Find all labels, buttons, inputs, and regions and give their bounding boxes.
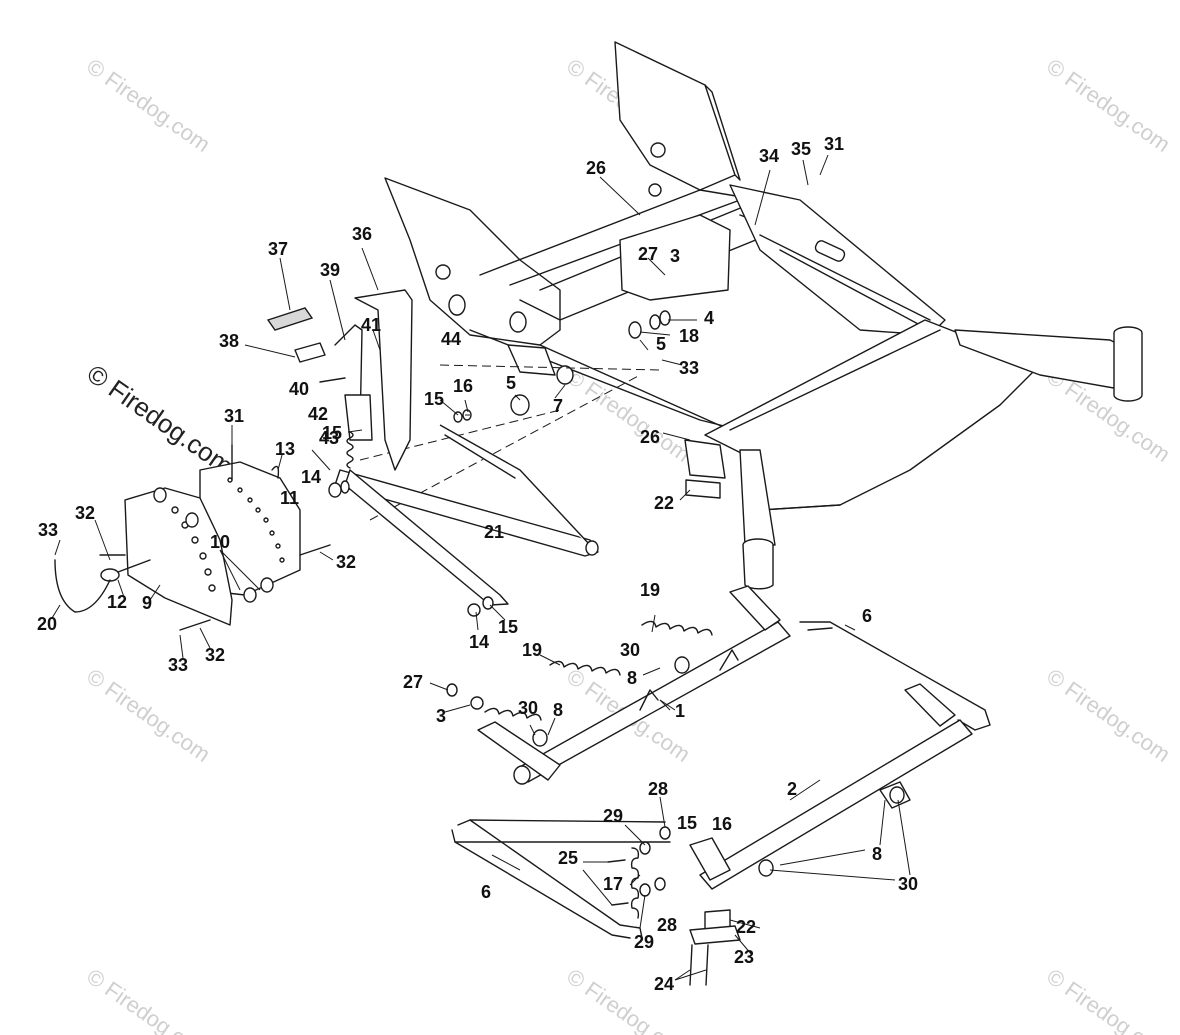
- height-adjust-assembly: [54, 289, 599, 631]
- callout-42: 42: [308, 404, 328, 424]
- watermark-text: © Firedog.com: [82, 54, 215, 157]
- callout-29: 29: [603, 806, 623, 826]
- callout-7: 7: [553, 396, 563, 416]
- watermark-text: © Firedog.com: [82, 358, 239, 481]
- callout-8: 8: [872, 844, 882, 864]
- callout-29: 29: [634, 932, 654, 952]
- callout-33: 33: [168, 655, 188, 675]
- callout-15: 15: [677, 813, 697, 833]
- callout-37: 37: [268, 239, 288, 259]
- callout-14: 14: [469, 632, 489, 652]
- watermark-text: © Firedog.com: [82, 664, 215, 767]
- callout-30: 30: [620, 640, 640, 660]
- callout-3: 3: [670, 246, 680, 266]
- callout-6: 6: [481, 882, 491, 902]
- callout-3: 3: [436, 706, 446, 726]
- callout-9: 9: [142, 593, 152, 613]
- callout-16: 16: [453, 376, 473, 396]
- callout-22: 22: [654, 493, 674, 513]
- callout-44: 44: [441, 329, 461, 349]
- callout-27: 27: [638, 244, 658, 264]
- watermark-text: © Firedog.com: [82, 964, 215, 1035]
- callout-32: 32: [205, 645, 225, 665]
- callout-15: 15: [498, 617, 518, 637]
- callout-19: 19: [522, 640, 542, 660]
- callout-21: 21: [484, 522, 504, 542]
- callout-10: 10: [210, 532, 230, 552]
- watermark-text: © Firedog.com: [562, 364, 695, 467]
- callout-15: 15: [322, 423, 342, 443]
- watermark-text: © Firedog.com: [1042, 54, 1175, 157]
- watermark-text: © Firedog.com: [562, 964, 695, 1035]
- callout-32: 32: [75, 503, 95, 523]
- callout-27: 27: [403, 672, 423, 692]
- callout-18: 18: [679, 326, 699, 346]
- callout-35: 35: [791, 139, 811, 159]
- callout-4: 4: [704, 308, 714, 328]
- callout-6: 6: [862, 606, 872, 626]
- callout-15: 15: [424, 389, 444, 409]
- callout-2: 2: [787, 779, 797, 799]
- callout-33: 33: [679, 358, 699, 378]
- callout-26: 26: [586, 158, 606, 178]
- callout-26: 26: [640, 427, 660, 447]
- callout-31: 31: [224, 406, 244, 426]
- callout-1: 1: [675, 701, 685, 721]
- callout-5: 5: [506, 373, 516, 393]
- callout-43: 43: [319, 428, 339, 448]
- callout-40: 40: [289, 379, 309, 399]
- callout-28: 28: [657, 915, 677, 935]
- callout-8: 8: [553, 700, 563, 720]
- callout-33: 33: [38, 520, 58, 540]
- callout-14: 14: [301, 467, 321, 487]
- callout-32: 32: [336, 552, 356, 572]
- main-frame: [359, 41, 1143, 590]
- callout-8: 8: [627, 668, 637, 688]
- callout-13: 13: [275, 439, 295, 459]
- callout-24: 24: [654, 974, 674, 994]
- watermark-text: © Firedog.com: [1042, 664, 1175, 767]
- callout-labels: 1 2 3 3 4 5 5 5 6 6 7 8 8 8 9 10 11 12 1…: [37, 134, 918, 994]
- callout-5: 5: [656, 334, 666, 354]
- watermark-text: © Firedog.com: [1042, 964, 1175, 1035]
- callout-11: 11: [280, 488, 299, 508]
- callout-38: 38: [219, 331, 239, 351]
- callout-30: 30: [898, 874, 918, 894]
- callout-22: 22: [736, 917, 756, 937]
- callout-28: 28: [648, 779, 668, 799]
- callout-39: 39: [320, 260, 340, 280]
- callout-36: 36: [352, 224, 372, 244]
- callout-30: 30: [518, 698, 538, 718]
- lift-shaft-assembly: [446, 585, 991, 986]
- leader-lines: [51, 154, 911, 981]
- callout-34: 34: [759, 146, 779, 166]
- callout-16: 16: [712, 814, 732, 834]
- callout-23: 23: [734, 947, 754, 967]
- callout-12: 12: [107, 592, 127, 612]
- callout-31: 31: [824, 134, 844, 154]
- callout-25: 25: [558, 848, 578, 868]
- callout-19: 19: [640, 580, 660, 600]
- callout-17: 17: [603, 874, 623, 894]
- callout-20: 20: [37, 614, 57, 634]
- callout-41: 41: [361, 315, 381, 335]
